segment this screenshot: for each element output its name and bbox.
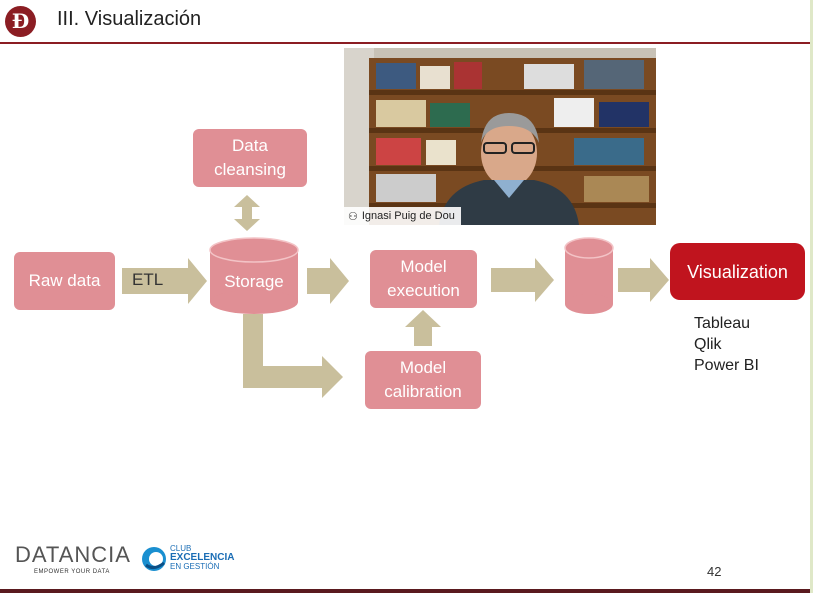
- video-tile[interactable]: ⚇ Ignasi Puig de Dou: [344, 48, 656, 225]
- tool-item: Tableau: [694, 315, 751, 332]
- page-number: 42: [707, 564, 722, 579]
- title-divider: [0, 42, 813, 44]
- participant-video-feed: [344, 48, 656, 225]
- datancia-tagline: EMPOWER YOUR DATA: [34, 569, 110, 575]
- storage-to-execution-arrow: [307, 258, 349, 304]
- club-excelencia-logo-icon: [142, 547, 166, 571]
- datancia-brand: DATANCIA: [15, 542, 131, 567]
- club-line: CLUB: [170, 544, 192, 553]
- data-cleansing-box: Data cleansing: [193, 129, 307, 187]
- tool-item: Qlik: [694, 336, 722, 353]
- participant-name: Ignasi Puig de Dou: [361, 210, 455, 222]
- storage-label: Storage: [224, 272, 284, 291]
- window-edge: [810, 0, 813, 593]
- etl-label: ETL: [132, 270, 164, 289]
- visualization-tools-list: Tableau Qlik Power BI: [694, 313, 759, 376]
- slide-header: Đ III. Visualización: [0, 0, 813, 42]
- participants-icon: ⚇: [348, 210, 358, 223]
- club-line: EXCELENCIA: [170, 552, 235, 563]
- output-to-visualization-arrow: [618, 258, 669, 302]
- execution-to-output-arrow: [491, 258, 554, 302]
- slide-title: III. Visualización: [57, 8, 202, 30]
- model-execution-box: Model execution: [370, 250, 477, 308]
- tool-item: Power BI: [694, 357, 759, 374]
- footer-bar: [0, 589, 813, 593]
- club-excelencia-text: CLUB EXCELENCIA EN GESTIÓN: [170, 544, 234, 571]
- etl-arrow: [122, 258, 207, 304]
- datancia-logo-icon: Đ: [5, 6, 36, 37]
- calibration-up-arrow: [405, 310, 441, 346]
- storage-to-calibration-arrow: [243, 314, 343, 398]
- visualization-box: Visualization: [670, 243, 805, 300]
- storage-cylinder: [209, 237, 299, 314]
- model-calibration-box: Model calibration: [365, 351, 481, 409]
- participant-name-tag: ⚇ Ignasi Puig de Dou: [344, 207, 461, 225]
- club-line: EN GESTIÓN: [170, 562, 220, 571]
- raw-data-box: Raw data: [14, 252, 115, 310]
- cleansing-double-arrow: [234, 195, 260, 231]
- output-cylinder: [564, 237, 614, 314]
